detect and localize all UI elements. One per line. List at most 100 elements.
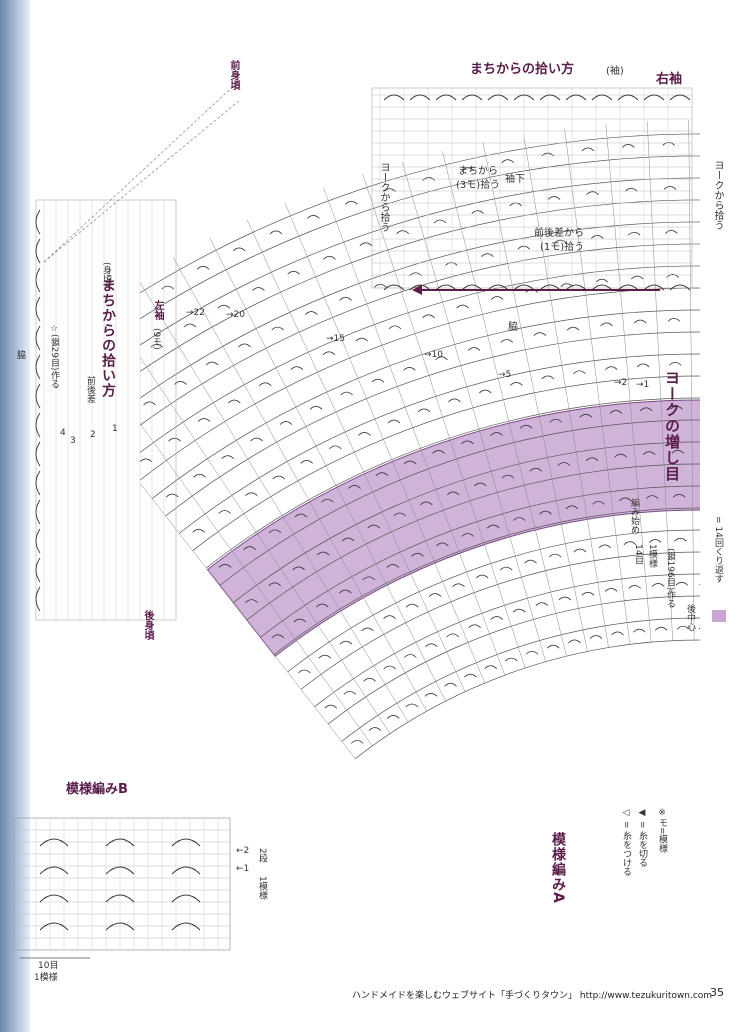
stitch-mark [368, 727, 382, 731]
stitch-mark [363, 677, 376, 682]
sleeve-stitch-mark [435, 284, 457, 291]
stitch-mark [592, 500, 605, 505]
one-pattern-label: 1模様 [647, 544, 657, 568]
yoke-stitch-line [209, 237, 446, 702]
yoke-row-number: →20 [226, 310, 245, 320]
stitch-mark [433, 219, 447, 224]
gusset-pick-label: まちから [458, 166, 498, 177]
sleeve-stitch-mark [669, 284, 691, 291]
rows14-label: 14目 [633, 544, 643, 565]
stitch-mark [701, 362, 713, 365]
stitch-mark [358, 432, 371, 436]
stitch-mark [269, 230, 283, 235]
stitch-mark [405, 603, 419, 608]
stitch-mark [238, 343, 251, 348]
page-number: 35 [710, 986, 724, 999]
yoke-stitch-line [737, 122, 750, 641]
stitch-mark [541, 375, 555, 380]
yoke-row-number: →1 [636, 380, 650, 390]
stitch-mark [411, 552, 424, 557]
stitch-mark [362, 576, 376, 581]
yoke-stitch-line [140, 282, 409, 723]
pattern-b-title: 模様編みB [66, 782, 128, 797]
stitch-mark [388, 325, 402, 330]
stitch-mark [471, 210, 485, 215]
stitch-mark [468, 624, 481, 629]
stitch-mark [307, 215, 320, 219]
repeat-legend-text: = 14回くり返す [713, 516, 723, 583]
stitch-mark [321, 498, 334, 503]
pattern-b-stitch-mark [39, 838, 69, 847]
stitch-mark [699, 540, 700, 542]
stitch-mark [598, 544, 612, 549]
stitch-mark [348, 485, 361, 489]
stitch-mark [630, 275, 644, 280]
stitch-mark [168, 437, 181, 442]
pattern-b-stitch-mark [171, 838, 201, 847]
stitch-mark [554, 239, 567, 244]
stitch-mark [665, 230, 678, 234]
yoke-row-arc [219, 419, 700, 586]
body-stitch-mark [35, 441, 41, 467]
stitch-mark [221, 455, 234, 459]
sleeve-pickup-title: まちからの拾い方 [470, 62, 575, 77]
stitch-mark [424, 692, 438, 697]
stitch-mark [648, 539, 662, 543]
diff-pick-sub-label: (1モ)拾う [540, 242, 585, 253]
stitch-mark [243, 546, 256, 550]
sleeve-stitch-mark [409, 284, 431, 291]
sleeve-stitch-mark [383, 284, 405, 291]
sleeve-stitch-mark [617, 284, 639, 291]
yoke-row-arc [273, 507, 700, 655]
yoke-row-arc [246, 463, 700, 621]
stitch-mark [161, 285, 175, 290]
stitch-mark [481, 253, 494, 257]
stitch-mark [533, 332, 547, 337]
stitch-mark [322, 351, 336, 356]
stitch-mark [729, 451, 741, 454]
body-guide-line [43, 99, 241, 263]
yoke-stitch-line [140, 423, 373, 746]
yoke-row-arc [300, 551, 700, 690]
sleeve-stitch-mark [565, 284, 587, 291]
stitch-mark [701, 406, 713, 409]
pattern-b-stitch-mark [171, 922, 201, 931]
pattern-b-diagram [13, 817, 231, 959]
stitch-mark [742, 187, 750, 190]
yoke-row-number: →2 [614, 378, 628, 388]
stitch-mark [639, 407, 653, 412]
stitch-mark [174, 381, 187, 385]
yoke-row-arc [206, 397, 700, 569]
stitch-mark [529, 467, 543, 472]
stitch-mark [217, 304, 231, 309]
body-stitch-mark [35, 557, 41, 583]
stitch-mark [318, 654, 332, 659]
body-pickup-subtitle: (身頃) [101, 262, 111, 288]
stitch-mark [252, 287, 265, 291]
pick-from-yoke-right-label: ヨークから拾う [712, 160, 723, 230]
stitch-mark [740, 231, 750, 234]
stitch-mark [566, 326, 580, 331]
pick-from-yoke-left-label: ヨークから拾う [378, 162, 389, 232]
sleeve-stitch-mark [643, 94, 665, 101]
stitch-mark [435, 356, 448, 361]
body-frame [35, 199, 177, 621]
yoke-row-arc [140, 221, 700, 399]
stitch-mark [359, 242, 373, 247]
stitch-mark [600, 322, 613, 327]
yoke-row-arc [260, 485, 700, 638]
body-stitch-mark [35, 354, 41, 380]
stitch-mark [218, 564, 232, 568]
stitch-mark [573, 548, 587, 553]
stitch-mark [668, 361, 682, 366]
stitch-mark [512, 608, 526, 613]
stitch-mark [733, 363, 745, 366]
stitch-mark [464, 673, 477, 678]
stitch-mark [345, 200, 358, 205]
diff-pick-label: 前後差から [534, 228, 584, 239]
stitch-mark [595, 278, 609, 283]
stitch-mark [671, 449, 685, 454]
stitch-mark [727, 495, 739, 498]
stitch-mark [309, 405, 323, 410]
stitch-mark [118, 366, 130, 369]
